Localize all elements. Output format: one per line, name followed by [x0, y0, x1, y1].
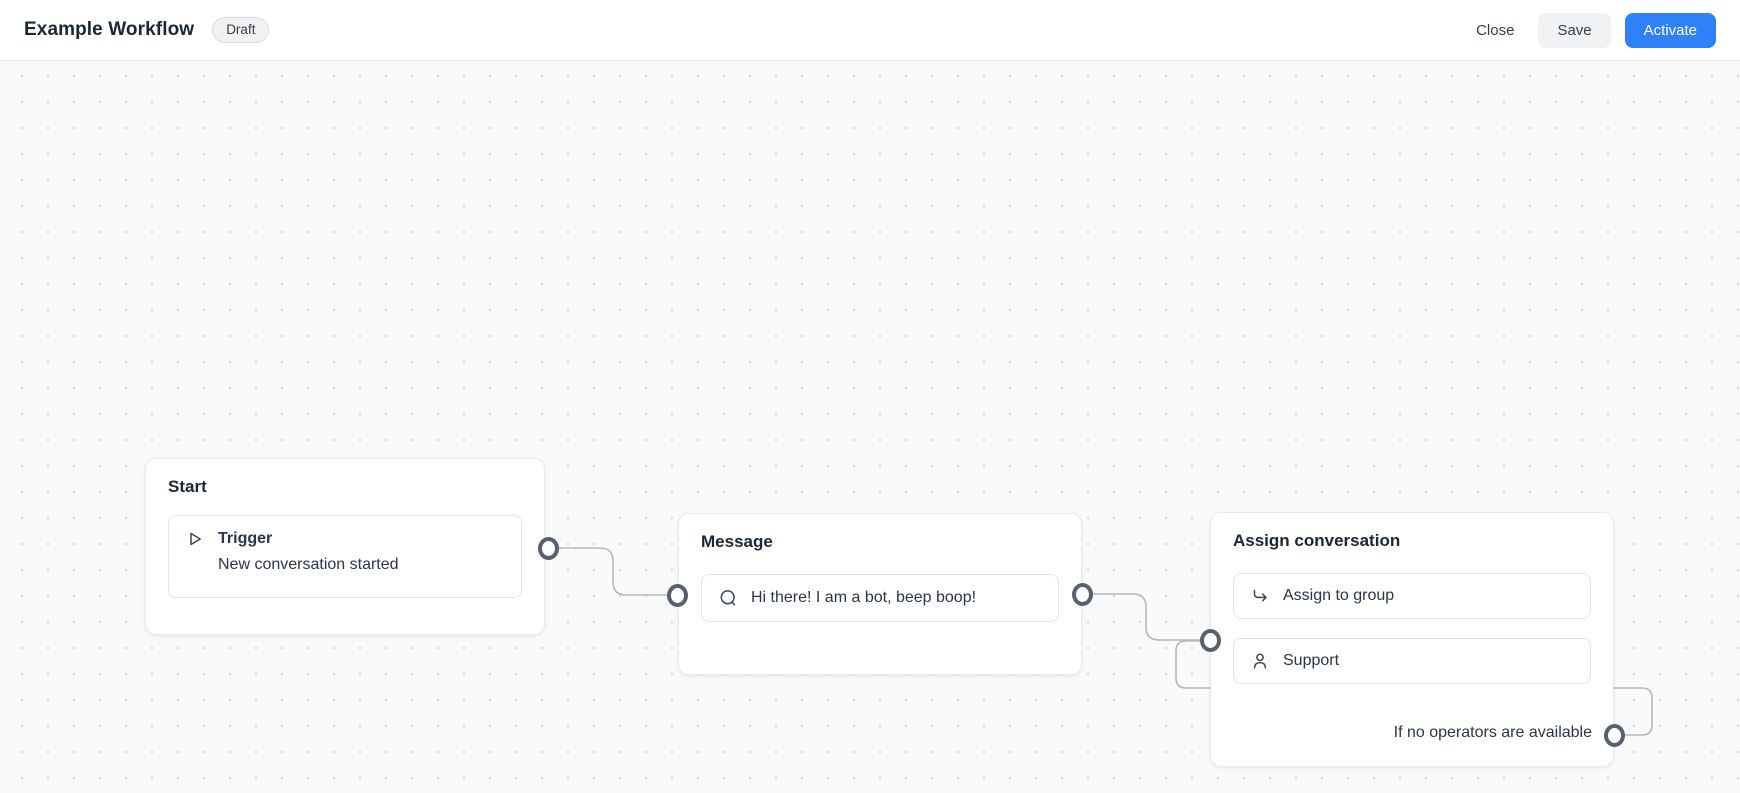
- chat-bubble-icon: [718, 588, 738, 608]
- play-icon: [185, 529, 205, 549]
- page-title: Example Workflow: [24, 19, 195, 40]
- header-actions: Close Save Activate: [1466, 12, 1716, 48]
- message-text: Hi there! I am a bot, beep boop!: [751, 589, 977, 606]
- connector-message-output[interactable]: [1072, 584, 1093, 605]
- support-group-label: Support: [1283, 652, 1340, 669]
- assign-to-group-card[interactable]: Assign to group: [1233, 573, 1591, 619]
- wire-message-to-assign: [1082, 593, 1210, 641]
- connector-message-input[interactable]: [667, 585, 688, 606]
- node-title: Assign conversation: [1233, 531, 1401, 550]
- wire-start-to-message: [548, 547, 677, 596]
- activate-button[interactable]: Activate: [1624, 12, 1716, 48]
- node-title: Message: [701, 532, 773, 551]
- close-button[interactable]: Close: [1466, 14, 1524, 47]
- node-title: Start: [168, 477, 207, 496]
- user-icon: [1250, 651, 1270, 671]
- node-start[interactable]: Start Trigger New conversation started: [145, 458, 545, 635]
- status-badge: Draft: [212, 16, 270, 44]
- assign-arrow-icon: [1250, 586, 1270, 606]
- connector-assign-input[interactable]: [1200, 630, 1221, 651]
- no-operators-label: If no operators are available: [1393, 724, 1592, 741]
- save-button[interactable]: Save: [1538, 12, 1611, 48]
- node-message[interactable]: Message Hi there! I am a bot, beep boop!: [678, 513, 1082, 675]
- node-assign-conversation[interactable]: Assign conversation Assign to group Supp…: [1210, 512, 1614, 767]
- message-card[interactable]: Hi there! I am a bot, beep boop!: [701, 574, 1059, 622]
- trigger-title: Trigger: [218, 530, 273, 547]
- connector-no-operators-output[interactable]: [1604, 725, 1625, 746]
- support-group-card[interactable]: Support: [1233, 638, 1591, 684]
- workflow-canvas[interactable]: Start Trigger New conversation started M…: [0, 61, 1740, 793]
- connector-trigger-output[interactable]: [538, 538, 559, 559]
- trigger-subtitle: New conversation started: [218, 556, 399, 573]
- trigger-card[interactable]: Trigger New conversation started: [168, 515, 522, 598]
- assign-to-group-label: Assign to group: [1283, 587, 1395, 604]
- app-header: Example Workflow Draft Close Save Activa…: [0, 0, 1740, 61]
